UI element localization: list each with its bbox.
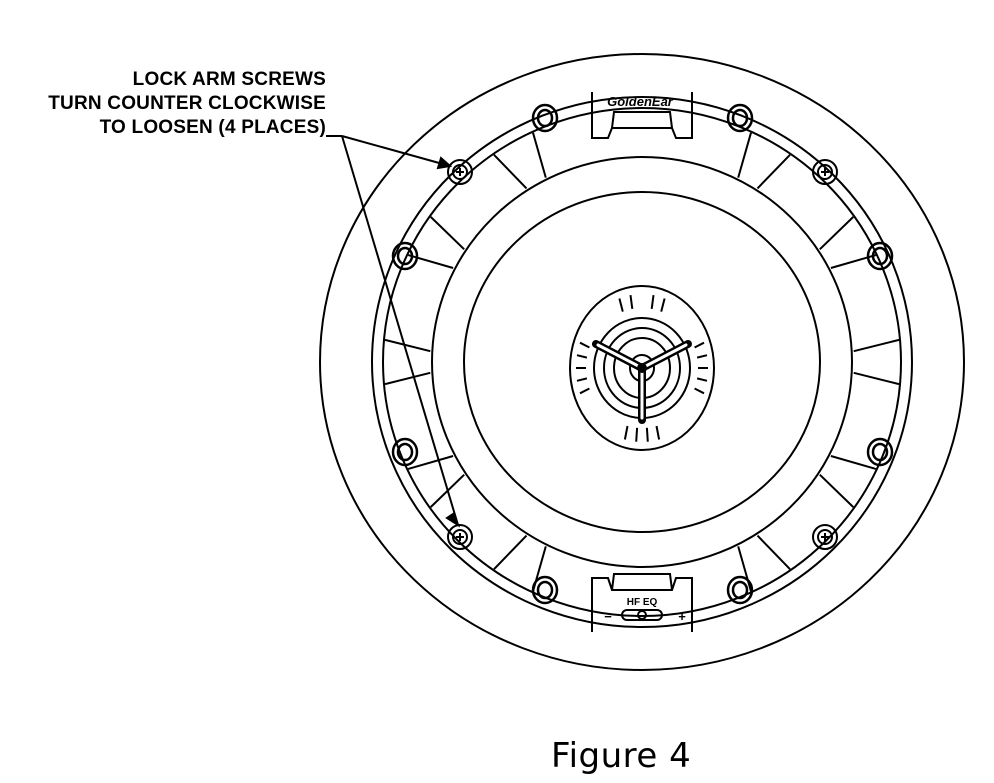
callout-leader-lines (326, 135, 461, 528)
frame-spoke-edge (384, 338, 431, 353)
frame-spoke-edge (853, 371, 900, 386)
hf-eq-switch[interactable]: HF EQ − + (604, 597, 686, 624)
frame-spoke-edge (384, 371, 431, 386)
callout-line-2: TURN COUNTER CLOCKWISE (48, 93, 326, 114)
tweeter-fin (645, 427, 649, 442)
tweeter-fin (694, 341, 705, 349)
tweeter-fin (696, 377, 708, 382)
frame-spokes (384, 132, 900, 592)
frame-spoke-edge (493, 534, 528, 570)
frame-spoke-edge (737, 132, 752, 178)
tweeter-fin (650, 294, 655, 310)
frame-spoke-edge (853, 338, 900, 353)
mounting-holes (391, 103, 894, 605)
mounting-frame-inner (382, 107, 902, 617)
hf-eq-plus: + (678, 609, 686, 624)
figure-caption: Figure 4 (551, 736, 692, 776)
frame-spoke-edge (756, 534, 791, 570)
logo-pad: GoldenEar (591, 92, 693, 139)
tweeter-housing (569, 285, 715, 451)
lock-arm-screws-callout: LOCK ARM SCREWS TURN COUNTER CLOCKWISE T… (48, 68, 326, 140)
mounting-hole (866, 437, 894, 467)
mounting-hole (531, 575, 559, 605)
tweeter-fin (660, 298, 666, 312)
frame-spoke-edge (532, 132, 547, 178)
tweeter-fin (576, 377, 588, 382)
frame-spoke-edge (430, 216, 465, 251)
outer-trim-ring (319, 53, 965, 671)
mounting-hole (866, 241, 894, 271)
mounting-hole (726, 575, 754, 605)
tweeter-fin (696, 354, 708, 359)
brand-logo: GoldenEar (607, 94, 674, 109)
lock-arm-screw[interactable] (812, 524, 838, 550)
tweeter-fin (635, 427, 639, 442)
hf-eq-minus: − (604, 609, 612, 624)
woofer-surround (431, 156, 853, 568)
mounting-hole (531, 103, 559, 133)
lock-arm-screw[interactable] (812, 159, 838, 185)
tweeter-fin (623, 425, 629, 440)
tweeter-fin (694, 387, 705, 395)
tweeter-fin (576, 354, 588, 359)
tweeter-fin (618, 298, 624, 312)
frame-spoke-edge (407, 254, 454, 269)
mounting-hole (391, 437, 419, 467)
frame-spoke-edge (819, 216, 854, 251)
callout-line-1: LOCK ARM SCREWS (132, 69, 326, 90)
tweeter-fin (655, 425, 661, 440)
hf-eq-label: HF EQ (627, 597, 658, 608)
frame-spoke-edge (737, 546, 752, 592)
mounting-frame-outer (371, 96, 913, 628)
mounting-hole (726, 103, 754, 133)
tweeter-fin (579, 341, 590, 349)
mounting-hole (391, 241, 419, 271)
hf-eq-knob (637, 610, 647, 620)
lock-arm-screws (447, 159, 838, 550)
tweeter-assembly (569, 285, 715, 451)
tweeter-fin (579, 387, 590, 395)
callout-line-3: TO LOOSEN (4 PLACES) (99, 117, 326, 138)
frame-spoke-edge (819, 473, 854, 508)
tweeter-fins (576, 294, 708, 442)
lock-arm-screw[interactable] (447, 524, 473, 550)
tweeter-fin (629, 294, 634, 310)
frame-spoke-edge (493, 154, 528, 190)
frame-spoke-edge (407, 455, 454, 470)
frame-spoke-edge (830, 455, 877, 470)
woofer-cone (463, 191, 821, 533)
frame-spoke-edge (756, 154, 791, 190)
lock-arm-screw[interactable] (447, 159, 473, 185)
hf-eq-pad (591, 573, 693, 632)
